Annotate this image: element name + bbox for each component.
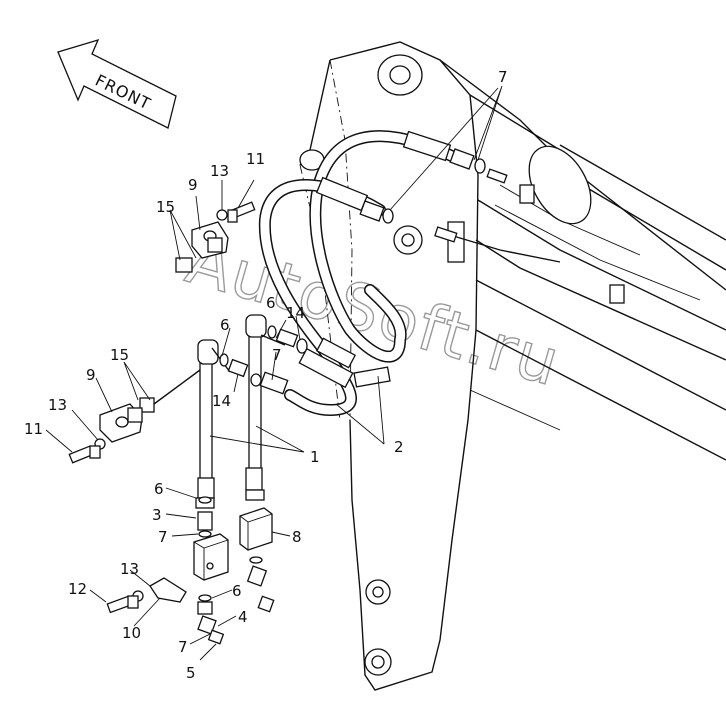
callout-7: 7	[272, 346, 282, 364]
callout-15: 15	[110, 346, 129, 364]
callout-6: 6	[266, 294, 276, 312]
block-lower	[193, 533, 229, 581]
callout-13: 13	[48, 396, 67, 414]
hose-end-fittings	[359, 148, 508, 243]
callout-14: 14	[212, 392, 231, 410]
boom-arm	[299, 41, 726, 691]
callout-7: 7	[498, 68, 508, 86]
callout-3: 3	[152, 506, 162, 524]
callout-7: 7	[158, 528, 168, 546]
hose-assembly-2	[258, 130, 466, 417]
clamp-plate-10	[106, 577, 187, 614]
callout-13: 13	[120, 560, 139, 578]
callout-11: 11	[24, 420, 43, 438]
block-8	[239, 507, 273, 551]
callout-1: 1	[310, 448, 320, 466]
callout-13: 13	[210, 162, 229, 180]
callout-9: 9	[188, 176, 198, 194]
clamp-upper	[175, 201, 256, 273]
callout-15: 15	[156, 198, 175, 216]
callout-6: 6	[220, 316, 230, 334]
callout-11: 11	[246, 150, 265, 168]
callout-8: 8	[292, 528, 302, 546]
clamp-lower	[68, 369, 201, 464]
front-direction-arrow: FRONT	[57, 38, 177, 129]
steel-pipes-1	[195, 314, 286, 509]
lower-connectors	[197, 496, 275, 645]
callout-9: 9	[86, 366, 96, 384]
leader-lines	[45, 85, 503, 661]
callout-labels: 7 13 11 9 15 6 14 7 6 15 9 14 13 11 1 2 …	[24, 68, 508, 682]
callout-14: 14	[286, 304, 305, 322]
callout-2: 2	[394, 438, 404, 456]
small-fittings	[219, 325, 308, 395]
callout-10: 10	[122, 624, 141, 642]
callout-12: 12	[68, 580, 87, 598]
callout-5: 5	[186, 664, 196, 682]
callout-6: 6	[154, 480, 164, 498]
callout-6: 6	[232, 582, 242, 600]
callout-4: 4	[238, 608, 248, 626]
callout-7: 7	[178, 638, 188, 656]
